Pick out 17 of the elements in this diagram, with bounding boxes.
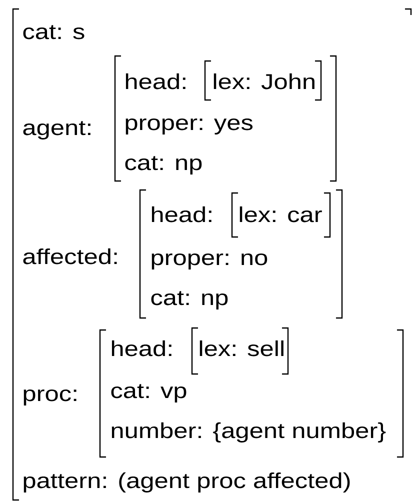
feature-text: head: [126, 73, 186, 90]
feature-text: proc: [24, 389, 76, 406]
feature-text: cat: s [23, 25, 84, 40]
feature-text: proper: yes [126, 118, 253, 134]
feature-text: agent: [23, 121, 90, 140]
feature-text: cat: np [151, 291, 228, 310]
feature-text: lex: car [240, 206, 322, 222]
feature-text: pattern: (agent proc affected) [24, 472, 350, 492]
feature-text: cat: np [125, 156, 202, 174]
feature-text: head: [112, 340, 172, 356]
feature-text: lex: sell [200, 340, 284, 356]
feature-text: cat: vp [111, 384, 186, 402]
feature-text: lex: John [214, 73, 314, 90]
feature-text: proper: no [152, 253, 268, 270]
feature-text: head: [152, 206, 212, 222]
feature-text: number: {agent number} [112, 422, 386, 442]
feature-text: affected: [23, 248, 117, 264]
